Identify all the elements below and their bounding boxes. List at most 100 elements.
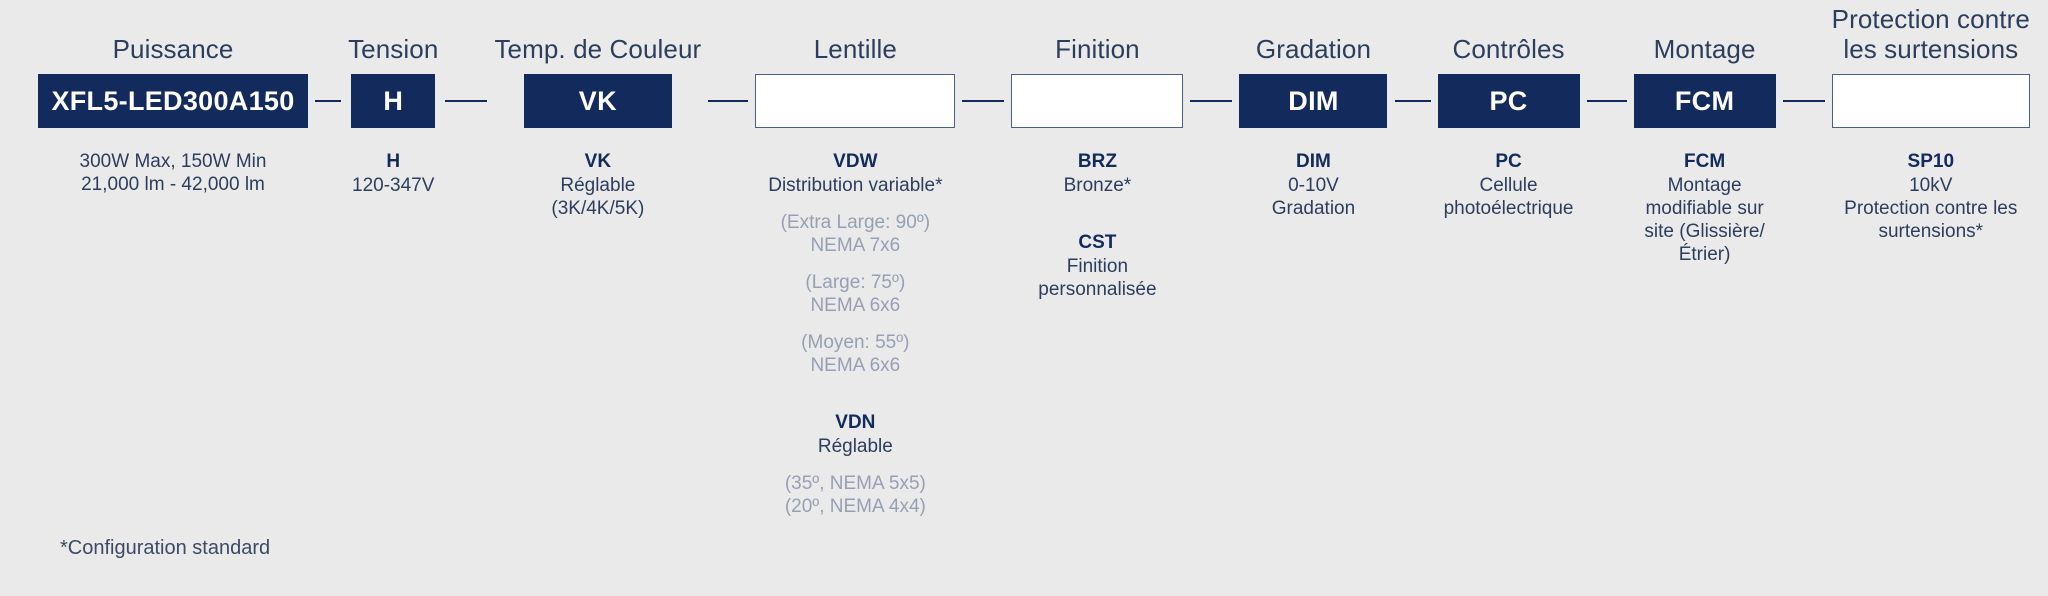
connector-stroke (315, 100, 342, 102)
connector-line (445, 74, 488, 128)
connector-line (962, 74, 1005, 128)
option-code: BRZ (1077, 151, 1117, 172)
option-line: site (Glissière/ (1644, 221, 1765, 242)
option-line: Gradation (1271, 198, 1356, 219)
option-line: Protection contre les (1844, 198, 2018, 219)
option-code: PC (1495, 151, 1522, 172)
connector-stroke (708, 100, 749, 102)
option-line: 21,000 lm - 42,000 lm (81, 174, 265, 195)
column-header: Lentille (813, 34, 897, 64)
code-box-filled[interactable]: DIM (1239, 74, 1388, 128)
option-code: H (386, 151, 401, 172)
option-line: Bronze* (1063, 175, 1132, 196)
connector-line (1586, 74, 1627, 128)
connector-stroke (962, 100, 1005, 102)
option-note: (35º, NEMA 5x5) (784, 473, 926, 494)
option-note: NEMA 7x6 (810, 235, 901, 256)
option-code: VK (584, 151, 612, 172)
option-code: VDN (835, 412, 876, 433)
code-box-filled[interactable]: H (351, 74, 436, 128)
option-line: 10kV (1909, 175, 1953, 196)
option-note: (20º, NEMA 4x4) (784, 496, 926, 517)
option-note: (Large: 75º) (805, 272, 906, 293)
code-box-empty[interactable] (755, 74, 956, 128)
option-line: (3K/4K/5K) (551, 198, 645, 219)
option-line: 120-347V (352, 175, 435, 196)
connector-stroke (1782, 100, 1825, 102)
option-note: NEMA 6x6 (810, 295, 901, 316)
column-header: Temp. de Couleur (494, 34, 702, 64)
connector-stroke (1190, 100, 1233, 102)
connector-stroke (445, 100, 488, 102)
code-box-filled[interactable]: XFL5-LED300A150 (38, 74, 308, 128)
option-code: DIM (1296, 151, 1331, 172)
column-header: Finition (1055, 34, 1140, 64)
option-line: Finition (1066, 256, 1129, 277)
option-note: (Extra Large: 90º) (780, 212, 931, 233)
column-description: VK Réglable(3K/4K/5K) (551, 150, 644, 220)
option-code: VDW (833, 151, 878, 172)
column-header: Puissance (112, 34, 234, 64)
option-block: VDN Réglable (35º, NEMA 5x5)(20º, NEMA 4x4… (768, 411, 942, 518)
option-line: Étrier) (1678, 244, 1731, 265)
option-line: Réglable (817, 436, 893, 457)
connector-line (1782, 74, 1825, 128)
option-line: 0-10V (1288, 175, 1339, 196)
code-box-filled[interactable]: FCM (1633, 74, 1776, 128)
column-header: Tension (348, 34, 439, 64)
code-box-filled[interactable]: VK (523, 74, 672, 128)
option-line: Réglable (560, 175, 636, 196)
option-note: (Moyen: 55º) (801, 332, 910, 353)
option-line: Distribution variable* (768, 175, 943, 196)
code-box-empty[interactable] (1011, 74, 1184, 128)
connector-line (1394, 74, 1431, 128)
connector-line (1190, 74, 1233, 128)
code-box-empty[interactable] (1831, 74, 2030, 128)
option-code: SP10 (1907, 151, 1955, 172)
option-code: CST (1078, 232, 1117, 253)
option-line: 300W Max, 150W Min (79, 151, 267, 172)
option-block: VDW Distribution variable* (Extra Large: 9… (768, 150, 942, 377)
column-header: Contrôles (1452, 34, 1565, 64)
column-description: VDW Distribution variable* (Extra Large: 9… (768, 150, 942, 518)
connector-line (315, 74, 342, 128)
connector-line (708, 74, 749, 128)
option-line: Cellule (1479, 175, 1538, 196)
option-line: photoélectrique (1443, 198, 1574, 219)
option-note: NEMA 6x6 (810, 355, 901, 376)
option-line: modifiable sur (1645, 198, 1764, 219)
option-line: personnalisée (1038, 279, 1157, 300)
option-line: surtensions* (1878, 221, 1984, 242)
code-box-filled[interactable]: PC (1437, 74, 1580, 128)
connector-stroke (1586, 100, 1627, 102)
column-header: Protection contre les surtensions (1831, 4, 2030, 64)
column-header: Gradation (1255, 34, 1372, 64)
option-block: BRZ Bronze* (1038, 150, 1156, 197)
option-block: VK Réglable(3K/4K/5K) (551, 150, 644, 220)
option-line: Montage (1667, 175, 1742, 196)
column-header: Montage (1653, 34, 1756, 64)
option-code: FCM (1684, 151, 1726, 172)
